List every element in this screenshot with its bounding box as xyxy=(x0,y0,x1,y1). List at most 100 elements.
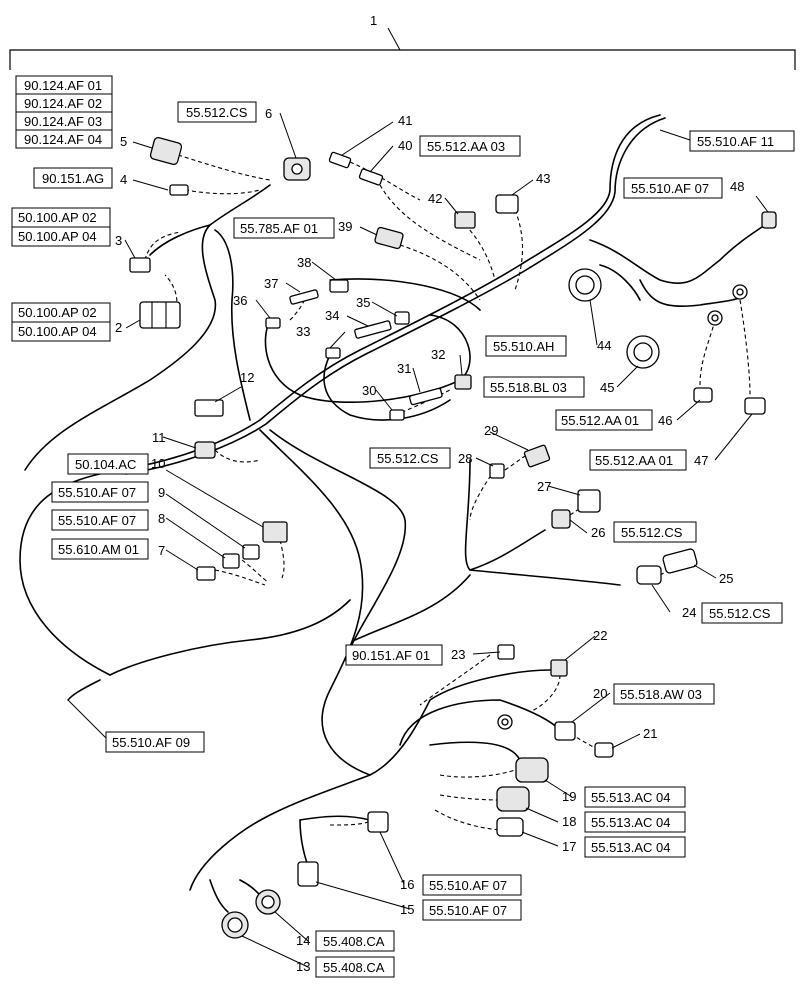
ref-box-55-513-ac-04-19: 55.513.AC 04 xyxy=(584,786,686,808)
callout-14: 14 xyxy=(296,933,310,948)
callout-11: 11 xyxy=(152,430,166,445)
connector-32 xyxy=(454,374,472,390)
connector-5-module xyxy=(149,137,183,165)
connector-46 xyxy=(693,387,713,403)
connector-18 xyxy=(496,786,530,812)
connector-39 xyxy=(374,226,404,250)
leader-lines xyxy=(67,112,769,968)
ref-box-55-510-af-07-15: 55.510.AF 07 xyxy=(422,899,522,921)
callout-23: 23 xyxy=(451,647,465,662)
connector-10 xyxy=(262,521,288,543)
ref-box-90-124-af-04: 90.124.AF 04 xyxy=(15,129,113,149)
connector-16 xyxy=(367,811,389,833)
svg-text:55.513.AC 04: 55.513.AC 04 xyxy=(591,815,671,830)
connector-26 xyxy=(551,509,571,529)
grommet-lower xyxy=(497,714,513,730)
connector-3 xyxy=(129,257,151,273)
callout-4: 4 xyxy=(120,172,127,187)
dashed-branches xyxy=(144,154,751,831)
callout-12: 12 xyxy=(240,370,254,385)
connector-28 xyxy=(489,463,505,479)
svg-text:55.510.AH: 55.510.AH xyxy=(493,339,554,354)
callout-28: 28 xyxy=(458,451,472,466)
svg-text:55.510.AF 07: 55.510.AF 07 xyxy=(429,903,507,918)
ref-box-55-512-aa-01-47: 55.512.AA 01 xyxy=(589,449,687,471)
callout-35: 35 xyxy=(356,295,370,310)
svg-text:55.408.CA: 55.408.CA xyxy=(323,934,385,949)
connector-43 xyxy=(495,194,519,214)
ref-box-55-510-af-07-48: 55.510.AF 07 xyxy=(623,177,723,199)
svg-text:55.510.AF 07: 55.510.AF 07 xyxy=(58,513,136,528)
ref-box-55-512-cs-28: 55.512.CS xyxy=(369,447,451,469)
connector-22 xyxy=(550,659,568,677)
ref-box-55-408-ca-14: 55.408.CA xyxy=(315,930,395,952)
connector-40 xyxy=(358,168,384,186)
callout-32: 32 xyxy=(431,347,445,362)
callout-25: 25 xyxy=(719,571,733,586)
ref-box-55-512-cs-24: 55.512.CS xyxy=(701,602,783,624)
svg-text:55.512.CS: 55.512.CS xyxy=(621,525,683,540)
callout-46: 46 xyxy=(658,413,672,428)
connector-47 xyxy=(744,397,766,415)
connector-33 xyxy=(325,347,341,359)
svg-text:55.510.AF 07: 55.510.AF 07 xyxy=(58,485,136,500)
connector-19 xyxy=(515,757,549,783)
connector-2-fuse-block xyxy=(139,301,181,329)
ref-box-55-510-af-09: 55.510.AF 09 xyxy=(105,731,205,753)
callout-47: 47 xyxy=(694,453,708,468)
ref-box-55-513-ac-04-17: 55.513.AC 04 xyxy=(584,836,686,858)
callout-15: 15 xyxy=(400,902,414,917)
connector-12 xyxy=(194,399,224,417)
callout-29: 29 xyxy=(484,423,498,438)
svg-text:55.513.AC 04: 55.513.AC 04 xyxy=(591,790,671,805)
connector-37 xyxy=(289,289,319,305)
ref-box-90-124-af-01: 90.124.AF 01 xyxy=(15,75,113,95)
connector-25 xyxy=(662,548,698,574)
svg-text:50.100.AP 04: 50.100.AP 04 xyxy=(18,229,97,244)
callout-13: 13 xyxy=(296,959,310,974)
svg-text:55.518.BL 03: 55.518.BL 03 xyxy=(490,380,567,395)
callout-45: 45 xyxy=(600,380,614,395)
svg-text:90.124.AF 02: 90.124.AF 02 xyxy=(24,96,102,111)
connectors xyxy=(129,137,777,939)
callout-16: 16 xyxy=(400,877,414,892)
ref-box-50-100-ap-04-a: 50.100.AP 04 xyxy=(11,226,111,247)
callout-2: 2 xyxy=(115,320,122,335)
ref-box-50-100-ap-02-a: 50.100.AP 02 xyxy=(11,207,111,228)
connector-31 xyxy=(409,387,443,406)
svg-text:50.100.AP 02: 50.100.AP 02 xyxy=(18,210,97,225)
ref-box-55-510-af-07-16: 55.510.AF 07 xyxy=(422,874,522,896)
svg-text:55.610.AM 01: 55.610.AM 01 xyxy=(58,542,139,557)
callout-7: 7 xyxy=(158,543,165,558)
svg-text:55.408.CA: 55.408.CA xyxy=(323,960,385,975)
callout-18: 18 xyxy=(562,814,576,829)
callout-26: 26 xyxy=(591,525,605,540)
ref-box-50-104-ac: 50.104.AC xyxy=(67,453,149,475)
callout-31: 31 xyxy=(397,361,411,376)
assembly-bracket: 1 xyxy=(9,13,796,70)
connector-36 xyxy=(265,317,281,329)
connector-21 xyxy=(594,742,614,758)
svg-text:55.512.AA 01: 55.512.AA 01 xyxy=(561,413,639,428)
callout-27: 27 xyxy=(537,479,551,494)
ref-box-90-151-af-01: 90.151.AF 01 xyxy=(345,644,443,666)
svg-text:90.124.AF 03: 90.124.AF 03 xyxy=(24,114,102,129)
callout-10: 10 xyxy=(151,456,165,471)
svg-text:55.510.AF 07: 55.510.AF 07 xyxy=(429,878,507,893)
connector-15 xyxy=(297,861,319,887)
svg-text:90.151.AF 01: 90.151.AF 01 xyxy=(352,648,430,663)
ref-box-50-100-ap-04-b: 50.100.AP 04 xyxy=(11,321,111,342)
callout-33: 33 xyxy=(296,324,310,339)
connector-7 xyxy=(196,566,216,581)
grommet-right-1 xyxy=(707,310,723,326)
connector-14 xyxy=(255,889,281,915)
ref-box-55-512-aa-03: 55.512.AA 03 xyxy=(419,135,521,157)
connector-8 xyxy=(222,553,240,569)
connector-38 xyxy=(329,279,349,293)
svg-text:55.512.CS: 55.512.CS xyxy=(709,606,771,621)
connector-13 xyxy=(221,911,249,939)
callout-9: 9 xyxy=(158,485,165,500)
ref-box-55-408-ca-13: 55.408.CA xyxy=(315,956,395,978)
ref-box-55-513-ac-04-18: 55.513.AC 04 xyxy=(584,811,686,833)
svg-text:90.151.AG: 90.151.AG xyxy=(42,171,104,186)
